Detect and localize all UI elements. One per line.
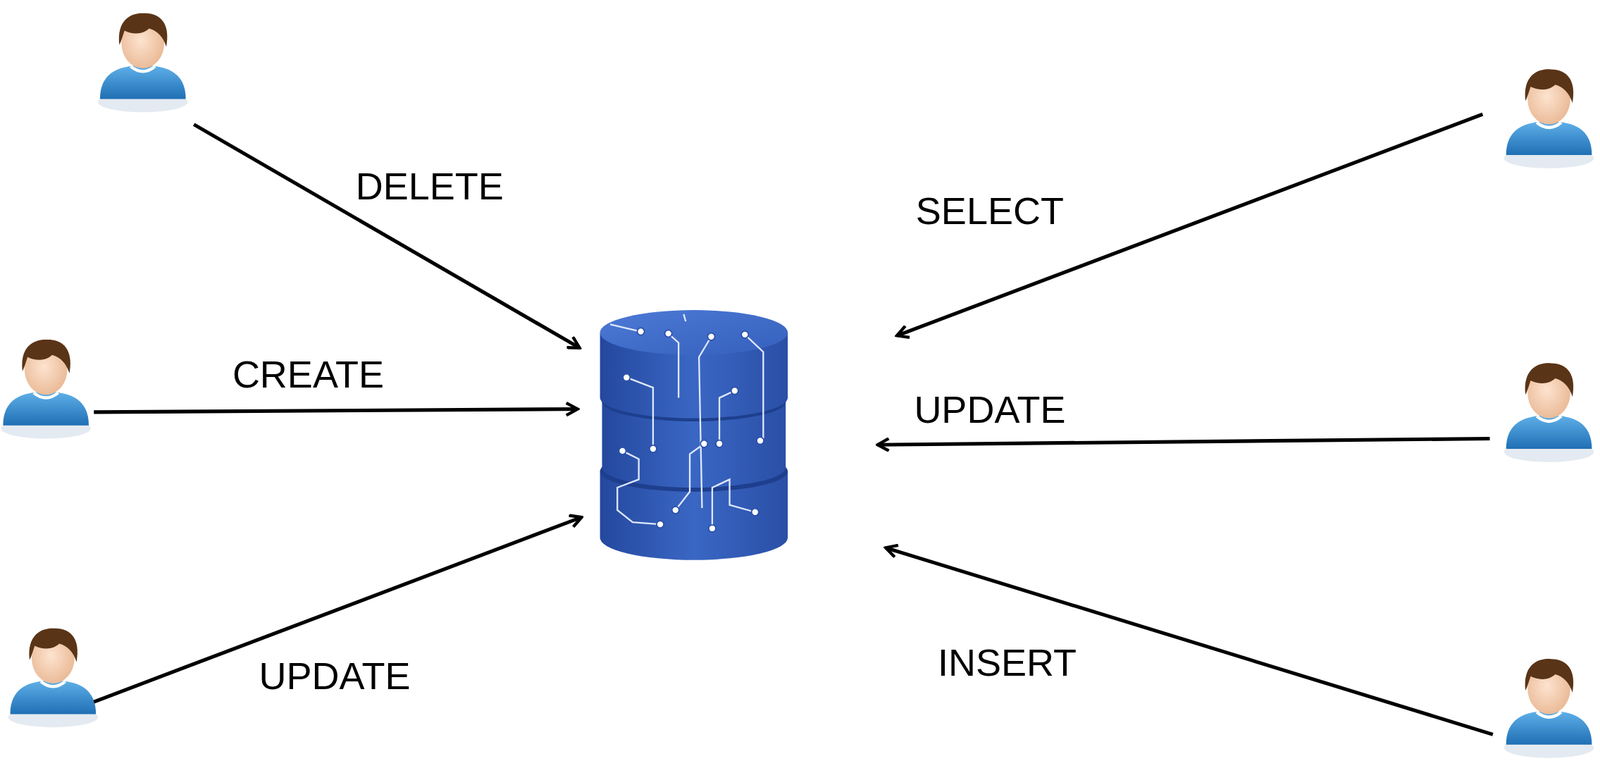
user-icon [0, 339, 91, 439]
operation-label: SELECT [911, 190, 1069, 232]
arrows [93, 114, 1493, 735]
operation-label: UPDATE [909, 388, 1070, 431]
user-icon [97, 13, 188, 113]
operation-label: INSERT [933, 641, 1081, 684]
user-icon [1504, 362, 1594, 463]
user-icon [8, 628, 98, 728]
user-icon [1504, 69, 1594, 169]
operation-label: DELETE [351, 165, 508, 208]
operation-label: CREATE [228, 353, 389, 396]
database-cylinder [600, 309, 788, 561]
user-icon [1504, 658, 1594, 759]
operation-label: UPDATE [255, 655, 415, 697]
